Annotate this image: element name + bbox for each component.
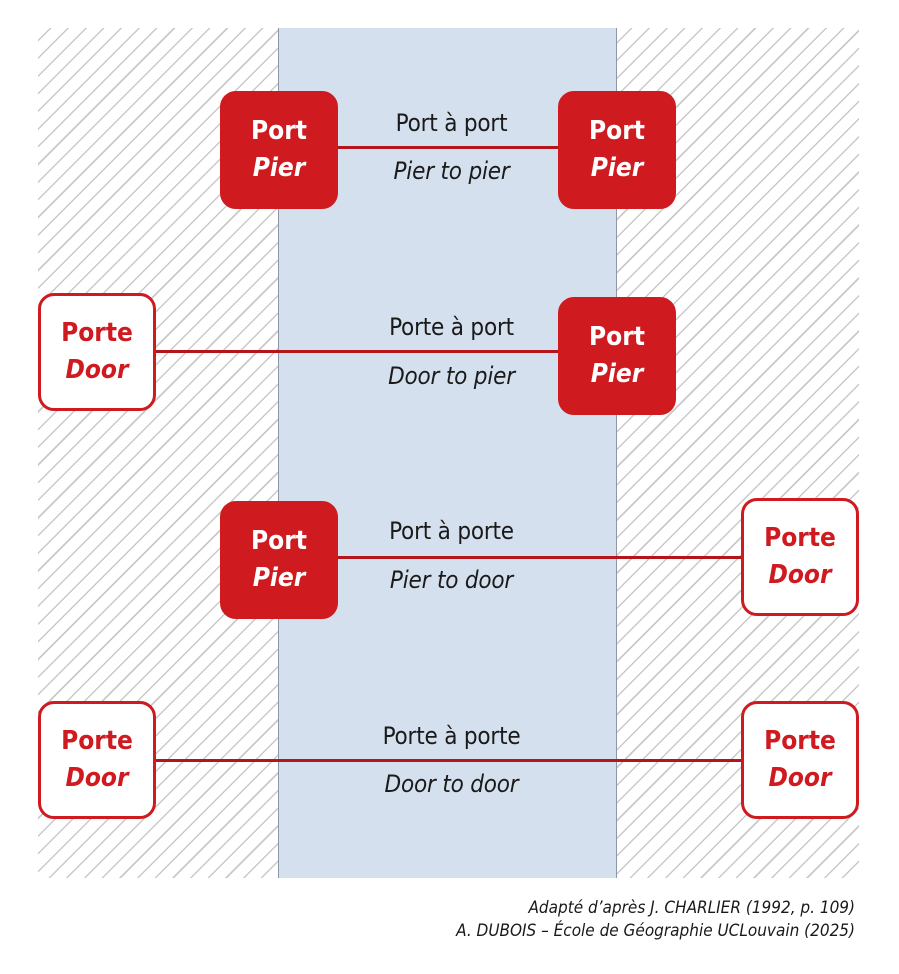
door-box: Porte Door: [38, 701, 156, 819]
pier-box: Port Pier: [220, 501, 338, 619]
box-label-en: Door: [768, 763, 832, 793]
door-box: Porte Door: [741, 498, 859, 616]
connection-line: [338, 556, 742, 559]
pier-box: Port Pier: [558, 297, 676, 415]
box-label-en: Door: [65, 763, 129, 793]
link-label-en: Pier to pier: [393, 157, 510, 185]
box-label-fr: Port: [589, 116, 645, 146]
box-label-fr: Porte: [764, 523, 836, 553]
box-label-en: Door: [65, 355, 129, 385]
box-label-en: Pier: [590, 359, 644, 389]
connection-line: [156, 350, 558, 353]
box-label-fr: Porte: [61, 726, 133, 756]
door-box: Porte Door: [38, 293, 156, 411]
box-label-en: Door: [768, 560, 832, 590]
box-label-fr: Porte: [61, 318, 133, 348]
source-credit-line-1: Adapté d’après J. CHARLIER (1992, p. 109…: [528, 898, 855, 918]
link-label-fr: Porte à port: [389, 313, 514, 341]
box-label-fr: Port: [251, 116, 307, 146]
link-label-en: Pier to door: [389, 566, 514, 594]
connection-line: [338, 146, 558, 149]
link-label-en: Door to pier: [388, 362, 515, 390]
connection-line: [156, 759, 742, 762]
link-label-fr: Port à porte: [389, 517, 514, 545]
link-label-fr: Porte à porte: [382, 722, 521, 750]
link-label-en: Door to door: [384, 770, 519, 798]
pier-box: Port Pier: [558, 91, 676, 209]
link-label-fr: Port à port: [395, 109, 508, 137]
box-label-fr: Port: [589, 322, 645, 352]
source-credit-line-2: A. DUBOIS – École de Géographie UCLouvai…: [456, 921, 855, 941]
box-label-en: Pier: [252, 563, 306, 593]
box-label-fr: Porte: [764, 726, 836, 756]
door-box: Porte Door: [741, 701, 859, 819]
box-label-en: Pier: [252, 153, 306, 183]
box-label-fr: Port: [251, 526, 307, 556]
box-label-en: Pier: [590, 153, 644, 183]
pier-box: Port Pier: [220, 91, 338, 209]
